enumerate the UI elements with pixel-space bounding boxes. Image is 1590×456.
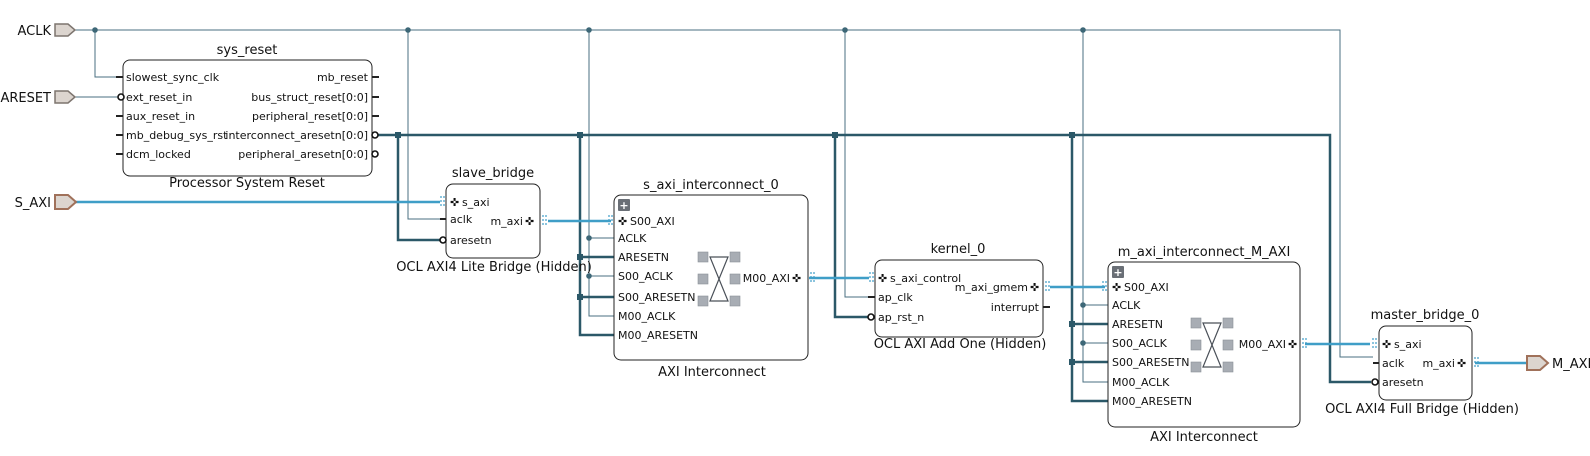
pin-label: ARESETN [618,251,669,264]
port-areset-label: ARESET [0,91,51,106]
expand-plus: + [619,199,628,212]
port-m-axi[interactable]: M_AXI [1526,355,1590,372]
plus-icon: ✜ [1288,338,1297,351]
inverted-pin-icon [439,236,447,244]
pin-label: M00_ACLK [618,310,676,323]
pin-label: S00_AXI [630,215,675,228]
port-aclk[interactable]: ACLK [17,23,77,39]
pin-label: M00_AXI [1239,338,1286,351]
pin-label: interrupt [991,301,1040,314]
inverted-pin-icon [117,93,125,101]
port-areset[interactable]: ARESET [0,90,77,106]
block-subtitle: AXI Interconnect [1150,430,1258,445]
pin-label: s_axi_control [890,272,961,285]
interconnect-icon [697,251,741,307]
expand-icon[interactable] [1112,266,1124,278]
port-s-axi[interactable]: S_AXI [15,194,78,211]
block-slave-bridge[interactable]: slave_bridge ✜ s_axi aclk aresetn m_axi … [396,166,592,275]
pin-label: M00_ACLK [1112,376,1170,389]
block-s-axi-interconnect[interactable]: s_axi_interconnect_0 + ✜ S00_AXI ACLK AR… [608,178,815,380]
plus-icon: ✜ [878,272,887,285]
pin-label: peripheral_aresetn[0:0] [238,148,368,161]
pin-label: dcm_locked [126,148,191,161]
pin-label: m_axi [490,215,523,228]
block-subtitle: Processor System Reset [169,176,325,191]
pin-label: aclk [450,213,473,226]
inverted-pin-icon [1371,378,1379,386]
plus-icon: ✜ [525,215,534,228]
port-m-axi-label: M_AXI [1552,357,1590,372]
port-aclk-label: ACLK [17,24,51,39]
plus-icon: ✜ [1030,281,1039,294]
expand-icon[interactable] [618,199,630,211]
block-title: m_axi_interconnect_M_AXI [1118,245,1291,260]
pin-label: bus_struct_reset[0:0] [251,91,368,104]
axi-input-port-icon [54,194,78,210]
block-title: master_bridge_0 [1371,308,1480,323]
block-master-bridge[interactable]: master_bridge_0 ✜ s_axi aclk aresetn m_a… [1325,308,1519,417]
expand-plus: + [1113,266,1122,279]
port-s-axi-label: S_AXI [15,196,51,211]
pin-label: M00_AXI [743,272,790,285]
pin-label: S00_ACLK [1112,337,1168,350]
pin-label: ap_clk [878,291,913,304]
aresetn-net [376,132,1371,403]
pin-label: ACLK [618,232,647,245]
block-subtitle: OCL AXI4 Full Bridge (Hidden) [1325,402,1519,417]
clock-net [75,27,1373,383]
block-title: s_axi_interconnect_0 [643,178,779,193]
plus-icon: ✜ [1457,357,1466,370]
pin-label: peripheral_reset[0:0] [252,110,368,123]
plus-icon: ✜ [1382,338,1391,351]
pin-label: S00_AXI [1124,281,1169,294]
inverted-pin-icon [867,313,875,321]
interconnect-icon [1190,317,1234,373]
pin-label: m_axi [1422,357,1455,370]
pin-label: S00_ARESETN [1112,356,1189,369]
pin-label: aresetn [450,234,492,247]
plus-icon: ✜ [792,272,801,285]
pin-label: ACLK [1112,299,1141,312]
block-title: kernel_0 [931,242,986,257]
inverted-pin-icon [371,131,379,139]
pin-label: S00_ACLK [618,270,674,283]
pin-label: mb_debug_sys_rst [126,129,228,142]
pin-label: aux_reset_in [126,110,195,123]
plus-icon: ✜ [450,196,459,209]
block-title: sys_reset [217,43,278,58]
pin-label: ext_reset_in [126,91,192,104]
pin-label: s_axi [462,196,490,209]
axi-output-port-icon [1526,355,1550,371]
block-subtitle: AXI Interconnect [658,365,766,380]
block-kernel[interactable]: kernel_0 ✜ s_axi_control ap_clk ap_rst_n… [867,242,1050,352]
pin-label: aresetn [1382,376,1424,389]
plus-icon: ✜ [618,215,627,228]
pin-label: ap_rst_n [878,311,924,324]
block-sys-reset[interactable]: sys_reset slowest_sync_clk ext_reset_in … [116,43,379,191]
pin-label: slowest_sync_clk [126,71,220,84]
pin-label: M00_ARESETN [618,329,698,342]
block-subtitle: OCL AXI4 Lite Bridge (Hidden) [396,260,592,275]
block-title: slave_bridge [452,166,534,181]
axi-bus-nets [75,200,1527,365]
inverted-pin-icon [371,150,379,158]
input-port-icon [54,90,77,104]
pin-label: interconnect_aresetn[0:0] [225,129,368,142]
input-port-icon [54,23,77,37]
pin-label: ARESETN [1112,318,1163,331]
block-subtitle: OCL AXI Add One (Hidden) [874,337,1047,352]
pin-label: m_axi_gmem [955,281,1028,294]
pin-label: aclk [1382,357,1405,370]
block-m-axi-interconnect[interactable]: m_axi_interconnect_M_AXI + ✜ S00_AXI ACL… [1102,245,1307,445]
pin-label: s_axi [1394,338,1422,351]
pin-label: M00_ARESETN [1112,395,1192,408]
pin-label: mb_reset [317,71,369,84]
plus-icon: ✜ [1112,281,1121,294]
pin-label: S00_ARESETN [618,291,695,304]
